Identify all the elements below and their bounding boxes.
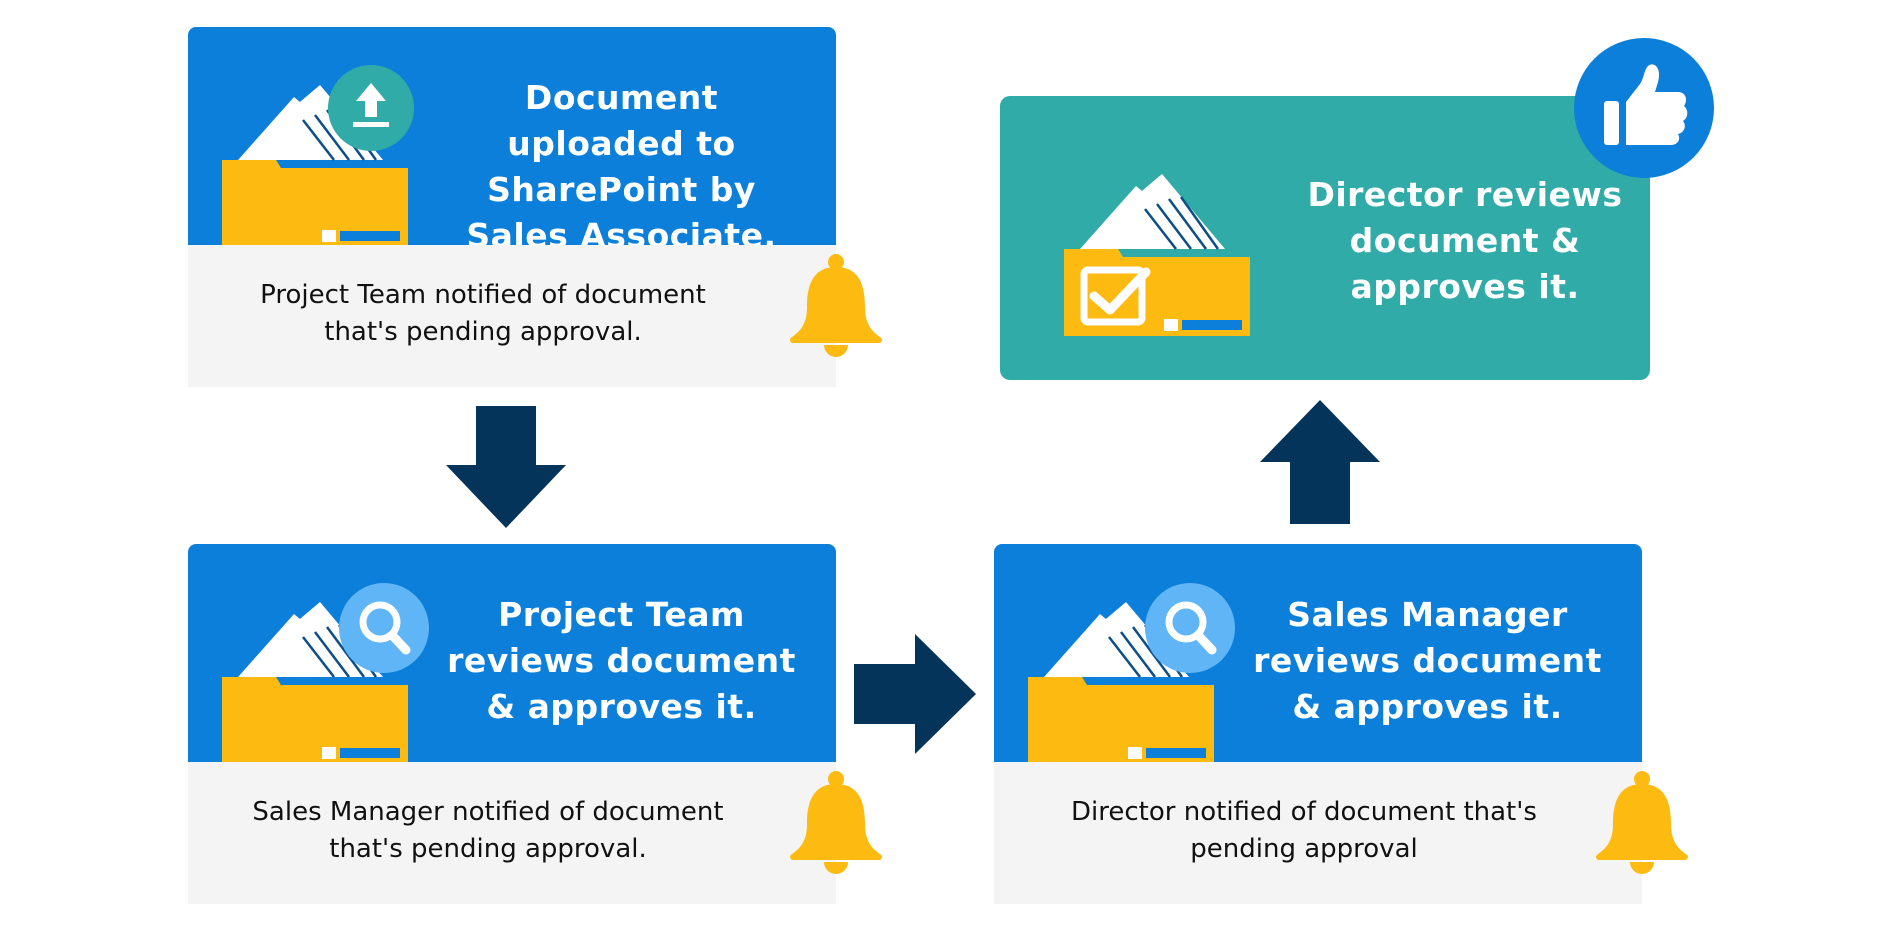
step-card-upload: Document uploaded to SharePoint by Sales… bbox=[188, 27, 882, 387]
magnifier-icon bbox=[1144, 582, 1236, 674]
step-card-project-team: Project Team reviews document & approves… bbox=[188, 544, 882, 904]
upload-icon bbox=[326, 63, 416, 153]
arrow-up bbox=[1258, 400, 1382, 524]
notification-text: Director notified of document that's pen… bbox=[1071, 797, 1537, 864]
folder-document-icon bbox=[1024, 574, 1224, 762]
step-card-sales-manager: Sales Manager reviews document & approve… bbox=[994, 544, 1688, 904]
notification-text: Project Team notified of document that's… bbox=[260, 280, 706, 347]
step-title: Director reviews document & approves it. bbox=[1307, 175, 1623, 306]
notification-text: Sales Manager notified of document that'… bbox=[252, 797, 724, 864]
folder-check-icon bbox=[1060, 146, 1260, 336]
magnifier-icon bbox=[338, 582, 430, 674]
arrow-right bbox=[854, 632, 978, 756]
thumbs-up-icon bbox=[1574, 38, 1714, 178]
notification-panel: Project Team notified of document that's… bbox=[188, 245, 836, 387]
step-title: Project Team reviews document & approves… bbox=[447, 595, 796, 726]
step-header: Document uploaded to SharePoint by Sales… bbox=[188, 27, 836, 245]
step-header: Project Team reviews document & approves… bbox=[188, 544, 836, 762]
notification-panel: Director notified of document that's pen… bbox=[994, 762, 1642, 904]
bell-icon bbox=[1594, 770, 1690, 874]
arrow-down bbox=[444, 406, 568, 530]
step-title: Document uploaded to SharePoint by Sales… bbox=[466, 78, 777, 245]
step-card-director: Director reviews document & approves it. bbox=[1000, 96, 1650, 380]
step-title: Sales Manager reviews document & approve… bbox=[1253, 595, 1602, 726]
step-header: Sales Manager reviews document & approve… bbox=[994, 544, 1642, 762]
folder-document-icon bbox=[218, 574, 418, 762]
bell-icon bbox=[788, 770, 884, 874]
bell-icon bbox=[788, 253, 884, 357]
notification-panel: Sales Manager notified of document that'… bbox=[188, 762, 836, 904]
